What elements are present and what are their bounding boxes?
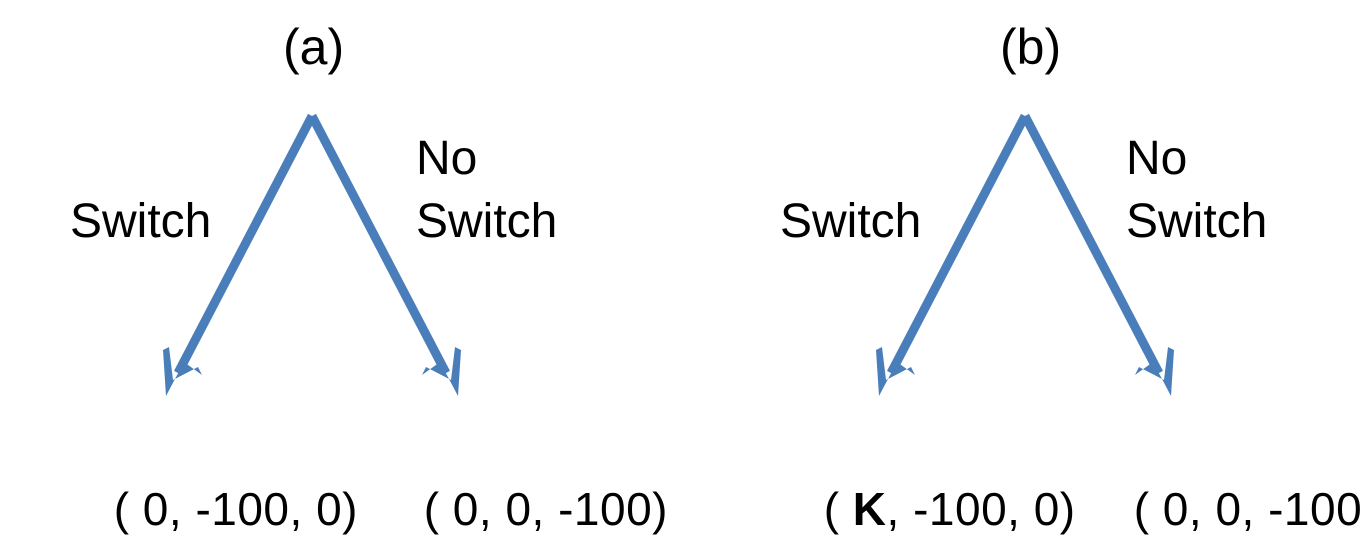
arrowhead-no-switch-a — [422, 347, 461, 396]
panel-a-branch-label-no: No — [416, 132, 478, 185]
panel-a-label: (a) — [283, 19, 345, 75]
panel-a-arrows — [163, 113, 461, 396]
panel-b-payoff-switch: ( K, -100, 0) — [744, 440, 1076, 539]
payoff-suffix: , 0, -100) — [478, 483, 668, 535]
panel-a-payoff-switch: ( 0, -100, 0) — [34, 440, 358, 539]
arrowhead-switch-b — [876, 347, 915, 396]
arrow-switch-a — [163, 113, 316, 396]
payoff-suffix: , 0, -100) — [1188, 483, 1360, 535]
payoff-suffix: , -100, 0) — [168, 483, 358, 535]
panel-a-branch-label-no-switch: Switch — [416, 195, 558, 248]
payoff-suffix: , -100, 0) — [886, 483, 1076, 535]
arrowhead-no-switch-b — [1135, 347, 1174, 396]
panel-b-label: (b) — [1000, 19, 1062, 75]
payoff-highlight: 0 — [142, 483, 169, 535]
payoff-prefix: ( — [423, 483, 453, 535]
payoff-highlight: K — [852, 483, 887, 535]
arrow-no-switch-a — [308, 113, 461, 396]
arrow-no-switch-b — [1021, 113, 1174, 396]
payoff-highlight: 0 — [452, 483, 479, 535]
panel-b-arrows — [876, 113, 1174, 396]
arrow-switch-b — [876, 113, 1029, 396]
payoff-prefix: ( — [823, 483, 853, 535]
panel-a: (a) Switch No Switch ( 0, -100, 0) ( 0, … — [34, 19, 668, 539]
panel-b-payoff-no-switch: ( 0, 0, -100) — [1054, 440, 1360, 539]
payoff-prefix: ( — [1133, 483, 1163, 535]
panel-a-branch-label-switch: Switch — [70, 195, 212, 248]
panel-b-branch-label-switch: Switch — [780, 195, 922, 248]
panel-b-branch-label-no: No — [1126, 132, 1188, 185]
panel-b-branch-label-no-switch: Switch — [1126, 195, 1268, 248]
arrowhead-switch-a — [163, 347, 202, 396]
payoff-highlight: 0 — [1162, 483, 1189, 535]
payoff-prefix: ( — [113, 483, 143, 535]
panel-b: (b) Switch No Switch ( K, -100, 0) ( 0, … — [680, 0, 1360, 539]
panel-a-payoff-no-switch: ( 0, 0, -100) — [344, 440, 668, 539]
